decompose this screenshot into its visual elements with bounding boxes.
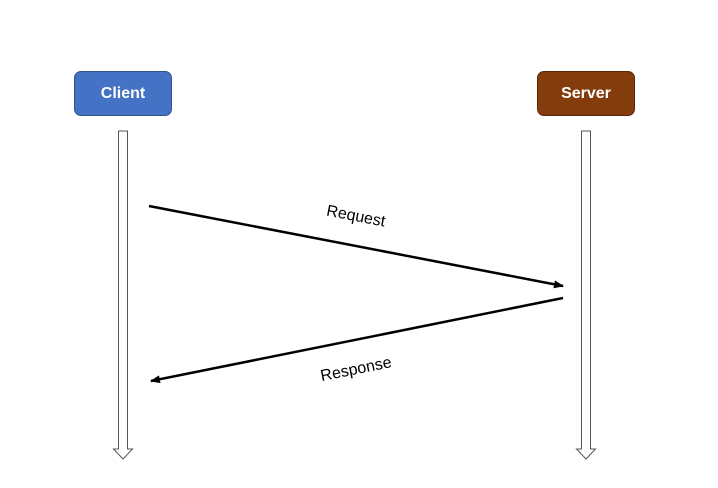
response-arrow [150, 296, 564, 384]
client-label: Client [100, 84, 146, 102]
request-label: Request [325, 203, 387, 231]
response-label: Response [319, 354, 393, 385]
server-lifeline [575, 130, 597, 460]
client-participant: Client [74, 71, 172, 116]
client-lifeline [112, 130, 134, 460]
server-label: Server [561, 84, 611, 102]
request-arrow [148, 204, 564, 289]
server-participant: Server [537, 71, 635, 116]
